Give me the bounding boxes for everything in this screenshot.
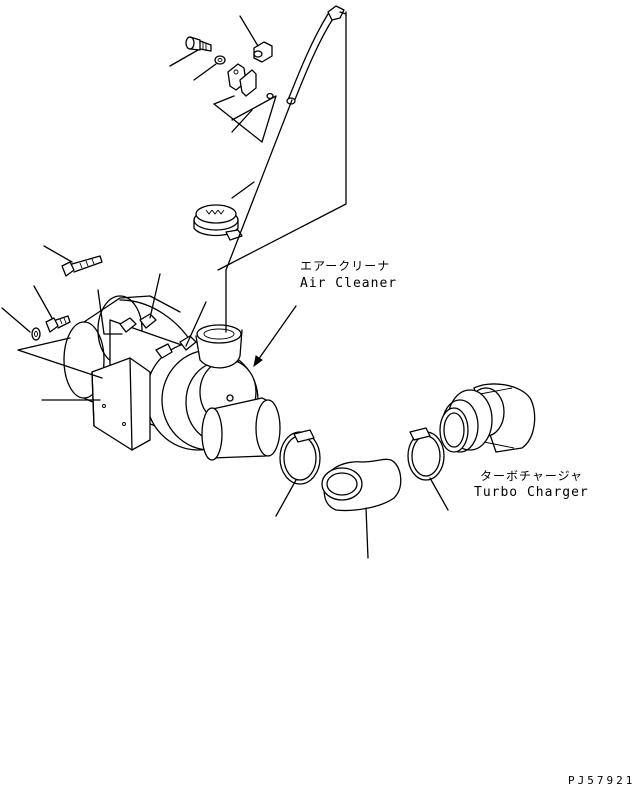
- short-bolt: [45, 315, 71, 333]
- mount-bracket: [227, 63, 257, 97]
- bolt-top: [185, 36, 212, 52]
- washer-left: [31, 327, 41, 341]
- rubber-mount: [253, 41, 273, 63]
- air-cleaner-label-en: Air Cleaner: [300, 276, 397, 291]
- air-cleaner-body: [63, 295, 281, 461]
- indicator-hose: [286, 5, 347, 105]
- turbo-charger-label-jp: ターボチャージャ: [480, 469, 583, 483]
- long-bolt: [61, 255, 103, 277]
- air-cleaner-label-jp: エアークリーナ: [300, 259, 390, 273]
- leader-lines: [1, 11, 449, 559]
- elbow-hose: [321, 458, 402, 512]
- air-cleaner-leader: [253, 305, 297, 368]
- turbo-charger: [439, 383, 536, 453]
- rain-cap: [193, 204, 243, 241]
- hose-clamp-2: [407, 427, 445, 481]
- washer-top: [214, 55, 226, 65]
- turbo-charger-label-en: Turbo Charger: [474, 485, 589, 500]
- drawing-code: PJ57921: [568, 774, 635, 787]
- hose-clamp-1: [279, 429, 321, 485]
- nut-small: [266, 92, 274, 100]
